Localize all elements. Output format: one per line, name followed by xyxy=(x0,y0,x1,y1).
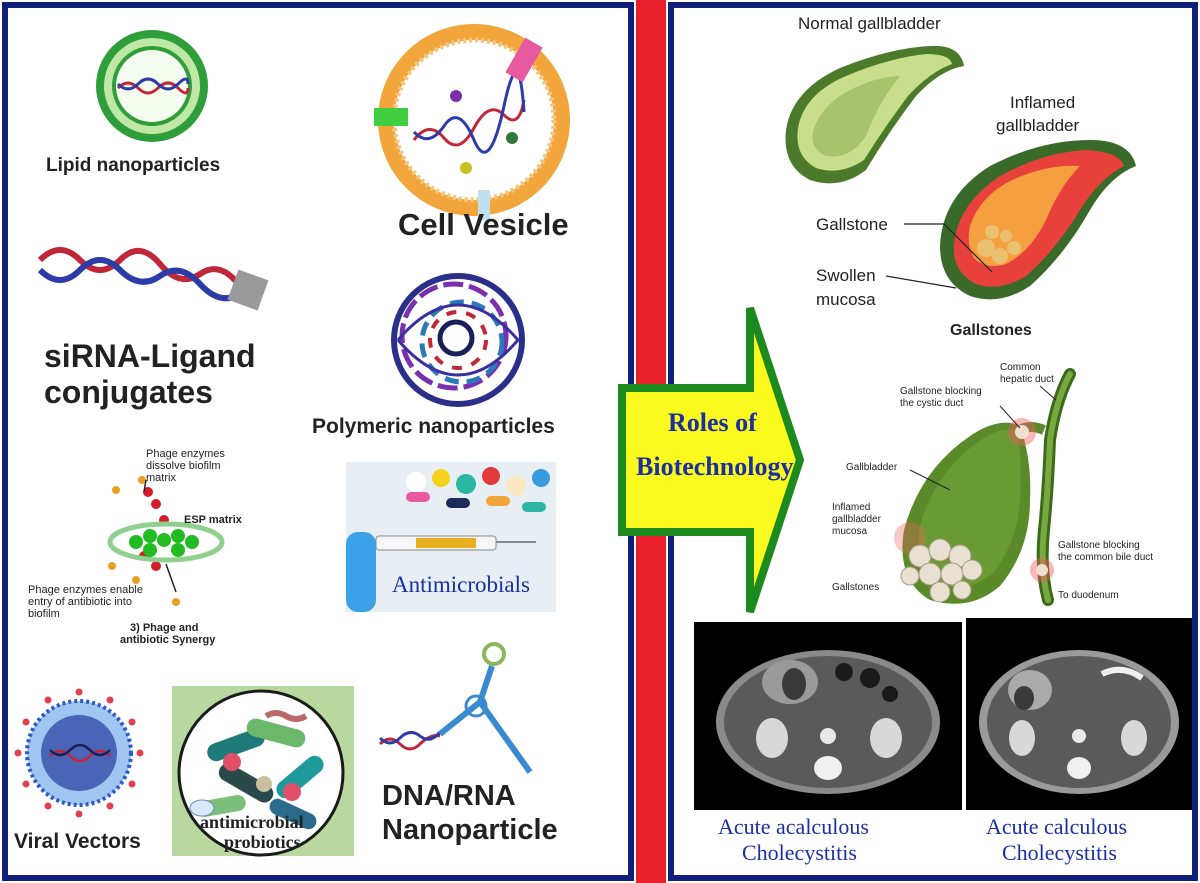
blocking-bile-label-1: Gallstone blocking xyxy=(1058,540,1140,551)
dna-rna-label-line1: DNA/RNA xyxy=(382,780,516,812)
phage-biofilm-illustration xyxy=(107,476,225,606)
acalculous-caption-line2: Cholecystitis xyxy=(742,840,857,865)
common-hepatic-label-2: hepatic duct xyxy=(1000,374,1054,385)
antimicrobials-image xyxy=(346,462,556,612)
synergy-label-1: 3) Phage and xyxy=(130,622,199,634)
roles-arrow xyxy=(618,306,805,614)
gallstones-small-label: Gallstones xyxy=(832,582,880,593)
probiotics-label-line2: probiotics xyxy=(224,832,301,852)
phage-entry-text-1: Phage enzymes enable xyxy=(28,584,143,596)
gallstone-label: Gallstone xyxy=(816,215,888,234)
lipid-nanoparticles-label: Lipid nanoparticles xyxy=(46,155,221,176)
inflamed-label-line2: gallbladder xyxy=(996,116,1080,135)
common-hepatic-label-1: Common xyxy=(1000,362,1041,373)
calculous-caption-line2: Cholecystitis xyxy=(1002,840,1117,865)
swollen-label-line2: mucosa xyxy=(816,290,876,309)
probiotics-label-line1: antimicrobial xyxy=(200,812,304,832)
normal-gallbladder-label: Normal gallbladder xyxy=(798,14,941,33)
arrow-label-line1: Roles of xyxy=(668,408,757,437)
cell-vesicle-illustration xyxy=(374,24,570,220)
phage-dissolve-text-2: dissolve biofilm xyxy=(146,460,221,472)
antimicrobials-label: Antimicrobials xyxy=(392,572,530,597)
ct-scan-calculous xyxy=(966,618,1192,810)
sirna-ligand-illustration xyxy=(37,247,269,311)
esp-matrix-label: ESP matrix xyxy=(184,514,242,526)
normal-gallbladder-illustration xyxy=(785,45,964,184)
lipid-nanoparticle-illustration xyxy=(96,30,208,142)
inflamed-mucosa-label-1: Inflamed xyxy=(832,502,871,513)
inflamed-mucosa-label-2: gallbladder xyxy=(832,514,881,525)
to-duodenum-label: To duodenum xyxy=(1058,590,1119,601)
blocking-cystic-label-1: Gallstone blocking xyxy=(900,386,982,397)
arrow-label-line2: Biotechnology xyxy=(636,452,794,481)
ct-scan-acalculous xyxy=(694,622,962,810)
polymeric-nanoparticles-label: Polymeric nanoparticles xyxy=(312,415,555,438)
phage-dissolve-text-3: matrix xyxy=(146,472,176,484)
swollen-label-line1: Swollen xyxy=(816,266,876,285)
synergy-label-2: antibiotic Synergy xyxy=(120,634,216,646)
biliary-diagram-illustration xyxy=(894,368,1076,606)
swollen-leader-line xyxy=(885,275,957,289)
blocking-cystic-label-2: the cystic duct xyxy=(900,398,964,409)
inflamed-label-line1: Inflamed xyxy=(1010,93,1076,112)
cell-vesicle-label: Cell Vesicle xyxy=(398,207,569,242)
acalculous-caption-line1: Acute acalculous xyxy=(718,814,869,839)
sirna-ligand-label-line2: conjugates xyxy=(44,374,213,410)
polymeric-nanoparticle-illustration xyxy=(391,273,525,407)
sirna-ligand-label-line1: siRNA-Ligand xyxy=(44,338,256,374)
phage-dissolve-text-1: Phage enzymes xyxy=(146,448,225,460)
dna-rna-label-line2: Nanoparticle xyxy=(382,814,558,846)
dna-rna-nanoparticle-illustration xyxy=(378,642,533,774)
probiotics-illustration xyxy=(177,689,345,857)
calculous-caption-line1: Acute calculous xyxy=(986,814,1128,839)
phage-entry-text-2: entry of antibiotic into xyxy=(28,596,132,608)
gallstones-title: Gallstones xyxy=(950,322,1032,339)
blocking-bile-label-2: the common bile duct xyxy=(1058,552,1154,563)
gallbladder-label: Gallbladder xyxy=(846,462,898,473)
viral-vectors-label: Viral Vectors xyxy=(14,830,141,853)
gallstone-leader-line xyxy=(904,223,993,273)
viral-vector-illustration xyxy=(14,688,144,818)
inflamed-gallbladder-illustration xyxy=(940,140,1136,300)
inflamed-mucosa-label-3: mucosa xyxy=(832,526,868,537)
phage-entry-text-3: biofilm xyxy=(28,608,60,620)
